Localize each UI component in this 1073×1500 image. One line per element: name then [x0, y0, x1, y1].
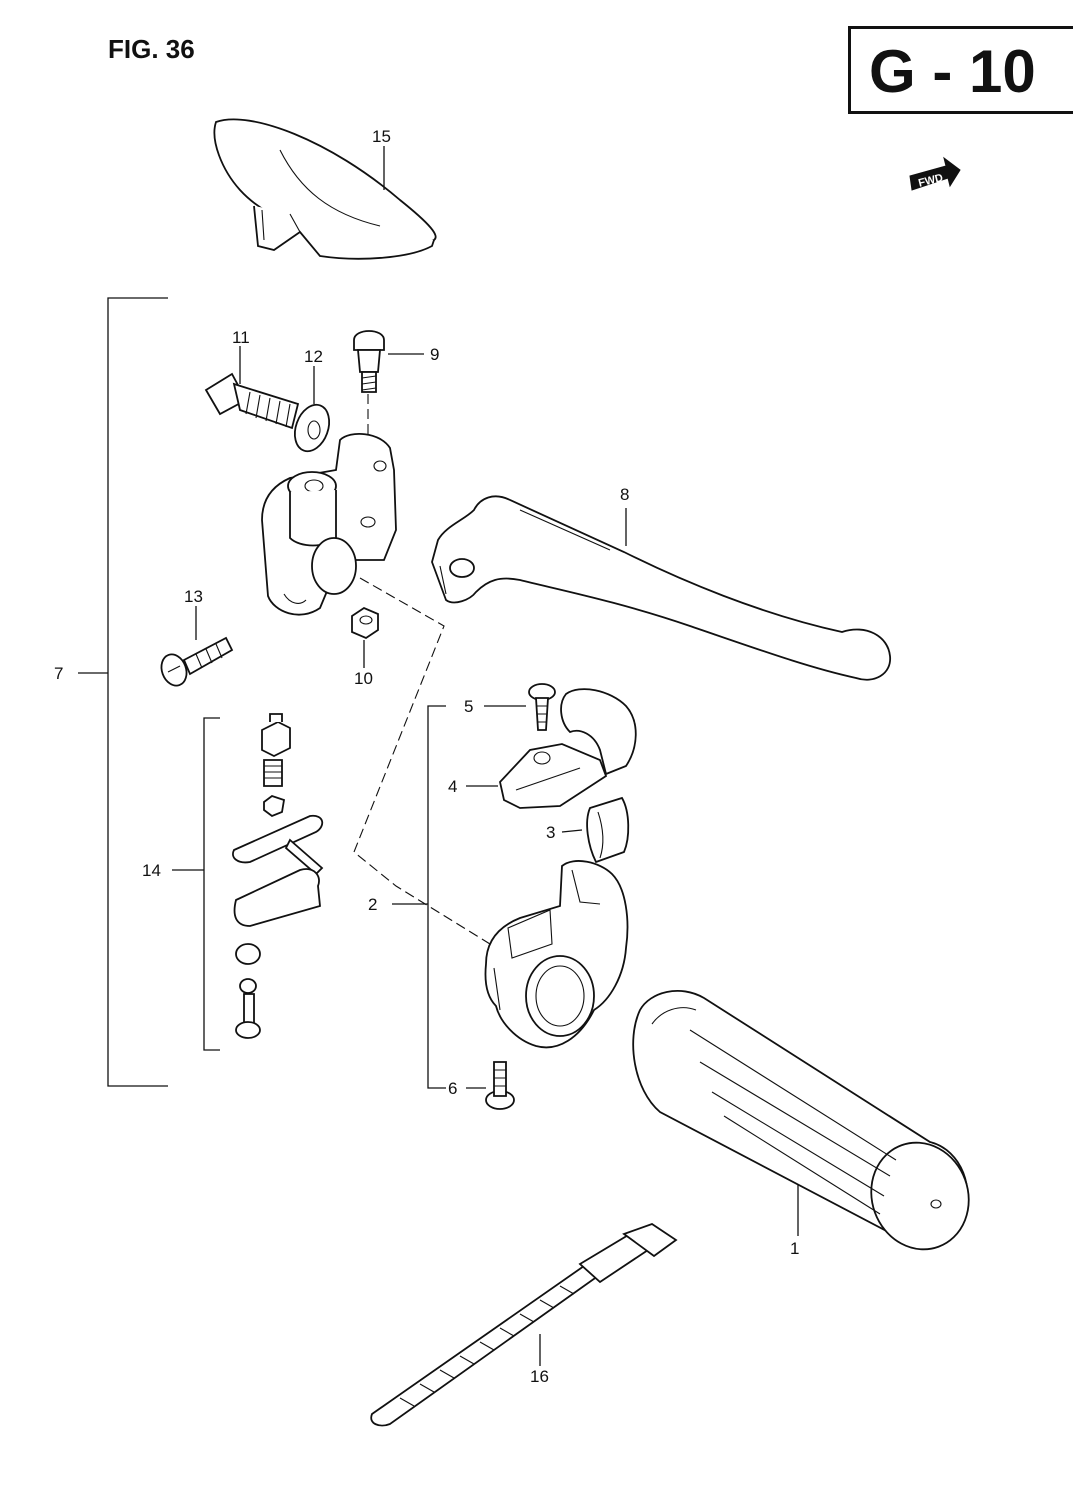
part-2-switch-housing: [484, 860, 629, 1049]
figure-title: FIG. 36: [108, 34, 195, 64]
callout-6: 6: [448, 1079, 457, 1098]
callout-8: 8: [620, 485, 629, 504]
fwd-label: FWD: [917, 172, 944, 190]
part-7-assembly-bracket: [78, 297, 168, 1087]
part-15-lever-cover: [213, 118, 437, 260]
part-1-handlebar-grip: [632, 989, 970, 1251]
callout-12: 12: [304, 347, 323, 366]
part-8-clutch-lever: [431, 495, 891, 681]
part-14-assembly-bracket: [172, 717, 220, 1051]
part-16-cable-tie: [370, 1223, 678, 1427]
lever-holder-perch: [261, 433, 397, 616]
callout-4: 4: [448, 777, 457, 796]
part-6-screw: [485, 1061, 515, 1110]
callout-labels: 1 2 3 4 5 6 7 8 9 10 11 12 13 14 15 16: [54, 127, 799, 1386]
part-13-screw: [160, 606, 234, 687]
callout-5: 5: [464, 697, 473, 716]
callout-3: 3: [546, 823, 555, 842]
callout-11: 11: [232, 328, 250, 347]
part-2-assembly-bracket: [392, 705, 583, 1089]
model-code: G - 10: [869, 38, 1036, 105]
part-12-lock-nut: [293, 366, 331, 453]
part-10-nut: [351, 606, 379, 668]
callout-10: 10: [354, 669, 373, 688]
part-4-clamp-plate: [499, 688, 637, 809]
callout-16: 16: [530, 1367, 549, 1386]
model-code-box: G - 10: [848, 26, 1073, 114]
callout-15: 15: [372, 127, 391, 146]
callout-13: 13: [184, 587, 203, 606]
callout-1: 1: [790, 1239, 799, 1258]
part-5-screw: [528, 683, 556, 731]
part-14-switch-components: [232, 713, 324, 1039]
assembly-dash-lines: [353, 577, 491, 945]
callout-2: 2: [368, 895, 377, 914]
callout-9: 9: [430, 345, 439, 364]
part-3-clip: [586, 796, 630, 864]
callout-14: 14: [142, 861, 161, 880]
callout-7: 7: [54, 664, 63, 683]
part-11-adjuster-bolt: [204, 346, 300, 430]
fwd-arrow-icon: FWD: [909, 156, 961, 191]
